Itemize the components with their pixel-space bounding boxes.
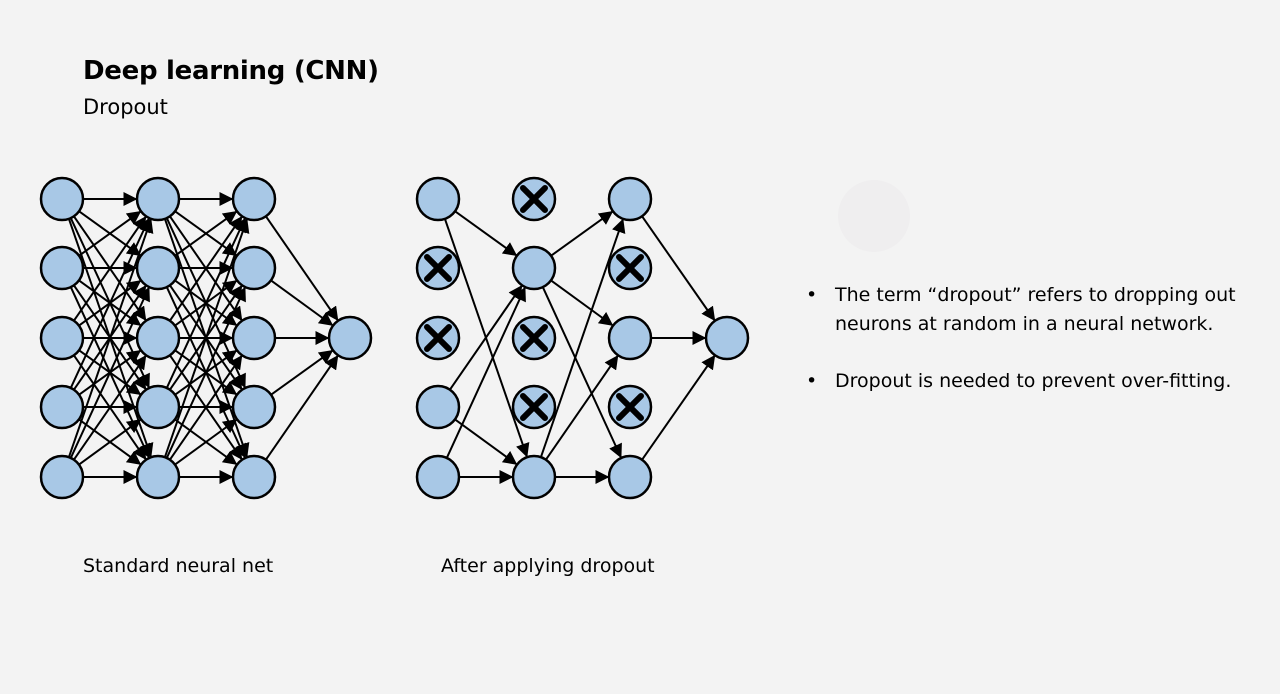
standard-neuron: [39, 384, 85, 430]
dropout-edge: [550, 279, 614, 326]
standard-neuron: [39, 454, 85, 500]
standard-edge: [174, 210, 238, 257]
bullet-item: • Dropout is needed to prevent over-fitt…: [806, 367, 1266, 396]
standard-neuron: [135, 245, 181, 291]
standard-neuron: [135, 454, 181, 500]
bullet-list: • The term “dropout” refers to dropping …: [806, 281, 1266, 424]
standard-neuron: [231, 176, 277, 222]
dropout-edge: [641, 215, 716, 322]
standard-edge: [165, 286, 246, 459]
dropout-edge: [641, 354, 716, 461]
standard-edge: [69, 286, 150, 459]
standard-neuron: [231, 245, 277, 291]
dropout-neuron: [704, 315, 750, 361]
dropout-neuron: [415, 176, 461, 222]
standard-neuron: [327, 315, 373, 361]
standard-edge: [174, 419, 238, 466]
dropped-x-icon: [424, 324, 452, 352]
dropout-edge: [545, 354, 619, 461]
standard-neuron: [39, 176, 85, 222]
standard-edge: [73, 215, 147, 322]
dropout-neuron: [607, 454, 653, 500]
bullet-dot-icon: •: [806, 284, 818, 306]
bullet-item: • The term “dropout” refers to dropping …: [806, 281, 1266, 339]
standard-neuron: [231, 454, 277, 500]
standard-neuron: [135, 315, 181, 361]
standard-neuron: [135, 176, 181, 222]
standard-edge: [78, 419, 142, 466]
slide-subtitle: Dropout: [83, 95, 168, 119]
dropout-edge: [541, 286, 622, 459]
standard-edge: [163, 218, 250, 458]
background-decoration: [838, 180, 910, 252]
standard-edge: [169, 354, 243, 461]
dropout-neuron: [415, 454, 461, 500]
standard-neuron: [39, 315, 85, 361]
standard-edge: [169, 215, 243, 322]
dropout-neuron: [511, 245, 557, 291]
dropout-neuron: [415, 384, 461, 430]
dropout-edge: [454, 210, 518, 257]
standard-edge: [270, 279, 334, 326]
bullet-dot-icon: •: [806, 370, 818, 392]
standard-neuron: [135, 384, 181, 430]
standard-edge: [165, 217, 246, 389]
standard-edge: [265, 215, 339, 322]
standard-neuron: [231, 315, 277, 361]
slide-title: Deep learning (CNN): [83, 56, 379, 86]
dropout-edge: [449, 284, 523, 391]
dropped-x-icon: [424, 254, 452, 282]
dropout-diagram: [39, 176, 750, 500]
dropout-neuron: [607, 176, 653, 222]
dropout-edge: [445, 286, 526, 459]
dropped-x-icon: [520, 324, 548, 352]
bullet-text: The term “dropout” refers to dropping ou…: [835, 284, 1236, 335]
dropped-x-icon: [520, 393, 548, 421]
dropout-edge: [454, 418, 518, 465]
standard-edge: [78, 210, 142, 257]
standard-neuron: [39, 245, 85, 291]
bullet-text: Dropout is needed to prevent over-fittin…: [835, 370, 1232, 392]
standard-net-caption: Standard neural net: [83, 555, 274, 577]
dropped-x-icon: [616, 393, 644, 421]
dropout-edge: [550, 210, 614, 257]
dropout-net-caption: After applying dropout: [441, 555, 655, 577]
standard-edge: [265, 354, 339, 461]
dropout-neuron: [511, 454, 557, 500]
standard-edge: [73, 354, 147, 461]
standard-edge: [270, 349, 334, 396]
dropout-edge: [539, 218, 626, 458]
dropped-x-icon: [520, 185, 548, 213]
standard-edge: [67, 218, 154, 458]
standard-neuron: [231, 384, 277, 430]
standard-edge: [69, 217, 150, 389]
dropped-x-icon: [616, 254, 644, 282]
dropout-neuron: [607, 315, 653, 361]
